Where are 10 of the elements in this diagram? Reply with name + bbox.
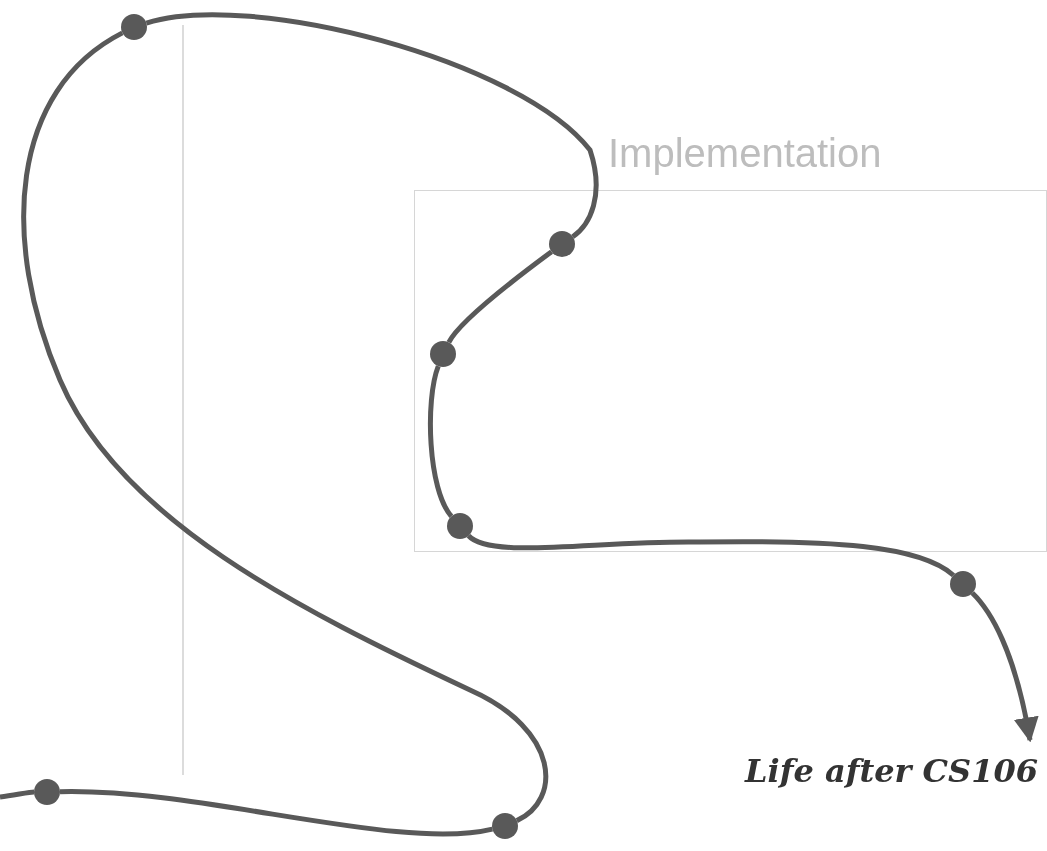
- path-line: [0, 789, 35, 800]
- path-line: [59, 789, 493, 837]
- path-line: [446, 249, 554, 344]
- destination-label: Life after CS106: [745, 742, 1045, 800]
- path-line: [427, 365, 454, 518]
- path-line: [467, 533, 955, 578]
- path-line: [21, 30, 549, 823]
- path-line: [145, 12, 599, 239]
- arrow: [970, 591, 1039, 743]
- phase-heading: Implementation: [608, 130, 882, 177]
